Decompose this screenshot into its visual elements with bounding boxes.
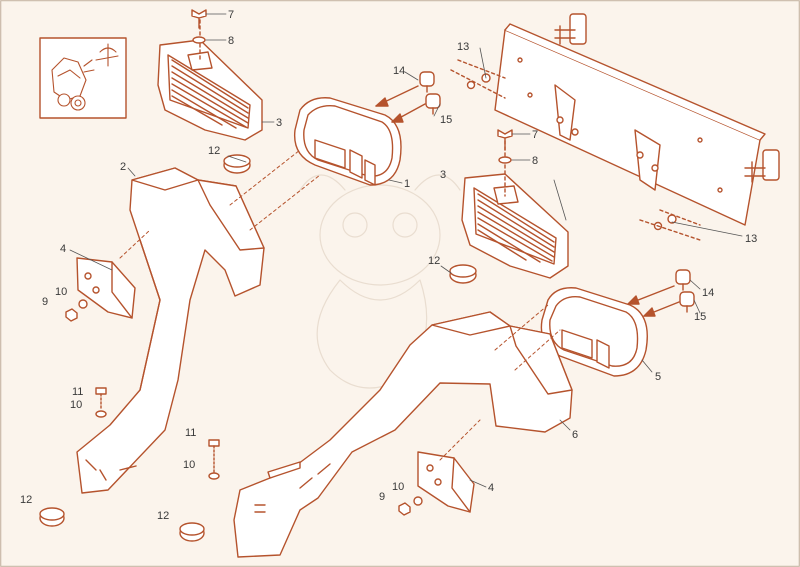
callout-15-upper: 15	[440, 114, 452, 126]
part-14-bulb-upper	[419, 71, 435, 93]
callout-4-right: 4	[488, 482, 494, 494]
part-3-grille-lower	[461, 134, 569, 279]
callout-12-middle: 12	[428, 255, 440, 267]
part-12-cap-a	[223, 154, 251, 174]
callout-1: 1	[404, 178, 410, 190]
callout-3-upper: 3	[276, 117, 282, 129]
assembly-guide-lines	[119, 149, 561, 461]
callout-12-left-lower: 12	[20, 494, 32, 506]
part-12-cap-c	[39, 507, 65, 527]
part-9-nut-left	[65, 308, 78, 322]
part-7-wing-bolt-lower	[497, 129, 513, 151]
callout-12-right-lower: 12	[157, 510, 169, 522]
callout-10-bolt-left: 10	[70, 399, 82, 411]
part-11-bolt-right	[208, 439, 220, 473]
tractor-front-lamp-icon	[51, 43, 119, 111]
callout-3-lower: 3	[440, 169, 446, 181]
callout-7-lower: 7	[532, 129, 538, 141]
part-8-washer-upper	[192, 36, 206, 44]
arrow-head-15-upper	[391, 113, 404, 123]
part-10-washer-left	[78, 299, 88, 309]
part-15-bulb-upper	[425, 93, 441, 115]
callout-12-upper: 12	[208, 145, 220, 157]
callout-8-lower: 8	[532, 155, 538, 167]
callout-10-right: 10	[392, 481, 404, 493]
callout-8-upper: 8	[228, 35, 234, 47]
part-7-wing-bolt-upper	[191, 9, 207, 29]
arrow-head-14-lower	[627, 295, 640, 305]
arrow-head-14-upper	[375, 97, 389, 107]
callout-10-left: 10	[55, 286, 67, 298]
part-12-cap-b	[449, 264, 477, 284]
callout-labels: 7 8 3 12 2 1 14 15 13 7 8 3 12 13 14 15 …	[20, 9, 757, 522]
part-4-clamp-left	[76, 257, 136, 319]
part-12-cap-d	[179, 522, 205, 542]
part-10-washer-bolt-left	[95, 410, 107, 418]
callout-13-upper: 13	[457, 41, 469, 53]
part-15-bulb-lower	[679, 291, 695, 313]
callout-13-lower: 13	[745, 233, 757, 245]
part-2-bracket-left	[76, 167, 265, 494]
callout-7-upper: 7	[228, 9, 234, 21]
callout-11-left: 11	[72, 386, 83, 398]
callout-15-lower: 15	[694, 311, 706, 323]
part-4-clamp-right	[417, 451, 475, 513]
callout-5: 5	[655, 371, 661, 383]
callout-leaders	[69, 13, 743, 488]
arrow-head-15-lower	[643, 307, 656, 317]
part-6-bracket-right	[233, 311, 573, 558]
inset-reference-box	[39, 37, 127, 119]
callout-14-lower: 14	[702, 287, 714, 299]
part-10-washer-bolt-right	[208, 472, 220, 480]
part-13-mounting-bar	[450, 13, 780, 241]
part-5-lamp-lower	[540, 287, 648, 377]
part-3-grille-upper	[157, 19, 263, 141]
callout-9-right: 9	[379, 491, 385, 503]
part-14-bulb-lower	[675, 269, 691, 291]
part-8-washer-lower	[498, 156, 512, 164]
part-9-nut-right	[398, 502, 411, 516]
callout-10-bolt-right: 10	[183, 459, 195, 471]
callout-4-left: 4	[60, 243, 66, 255]
callout-9-left: 9	[42, 296, 48, 308]
callout-11-right: 11	[185, 427, 196, 439]
callout-6: 6	[572, 429, 578, 441]
part-1-lamp-upper	[293, 97, 402, 186]
callout-2: 2	[120, 161, 126, 173]
callout-14-upper: 14	[393, 65, 405, 77]
part-10-washer-right	[413, 496, 423, 506]
part-11-bolt-left	[95, 387, 107, 411]
